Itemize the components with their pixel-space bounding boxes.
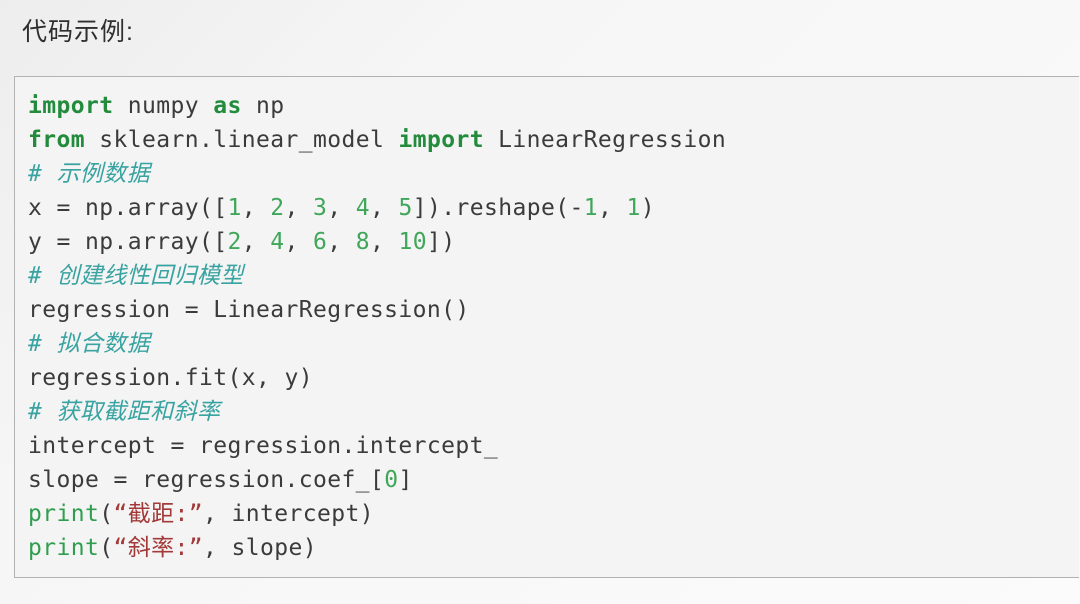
code-token-kw: import	[28, 93, 114, 119]
code-token-num: 2	[227, 229, 242, 255]
code-token-num: 10	[398, 229, 427, 255]
code-line: # 拟合数据	[28, 327, 1079, 361]
code-token-cmt: # 获取截距和斜率	[28, 399, 221, 425]
code-line: # 获取截距和斜率	[28, 395, 1079, 429]
code-token-num: 3	[312, 195, 328, 221]
code-token-pln: ,	[327, 229, 356, 255]
code-token-num: 1	[227, 195, 242, 221]
code-token-pln: , intercept)	[203, 501, 375, 527]
code-token-num: 0	[384, 467, 399, 493]
code-token-pln: ,	[369, 195, 399, 221]
code-token-pln: LinearRegression	[483, 127, 727, 153]
code-token-pln: (	[99, 501, 114, 527]
code-token-pln: intercept = regression.intercept_	[28, 433, 499, 459]
code-token-fn: print	[28, 535, 100, 561]
code-token-str: “截距:”	[113, 501, 204, 527]
code-token-pln: ,	[284, 195, 313, 221]
code-token-pln: x = np.array([	[28, 195, 228, 221]
code-token-num: 8	[355, 229, 370, 255]
code-token-num: 2	[270, 195, 285, 221]
code-token-pln: )	[640, 195, 655, 221]
code-token-pln: ,	[327, 195, 356, 221]
code-line: y = np.array([2, 4, 6, 8, 10])	[28, 225, 1079, 259]
code-line: regression.fit(x, y)	[28, 361, 1079, 395]
code-token-str: “斜率:”	[113, 535, 204, 561]
code-token-pln: ]).reshape(-	[412, 195, 584, 221]
code-line: intercept = regression.intercept_	[28, 429, 1079, 463]
code-token-cmt: # 拟合数据	[28, 331, 151, 357]
code-line: # 创建线性回归模型	[28, 259, 1079, 293]
code-line: regression = LinearRegression()	[28, 293, 1079, 327]
code-token-pln: y = np.array([	[28, 229, 228, 255]
code-token-kw: import	[398, 127, 484, 153]
code-line: import numpy as np	[28, 89, 1079, 123]
code-token-num: 5	[398, 195, 413, 221]
code-token-num: 4	[355, 195, 370, 221]
code-token-cmt: # 创建线性回归模型	[28, 263, 244, 289]
code-line: print(“截距:”, intercept)	[28, 497, 1079, 531]
code-token-pln: ,	[284, 229, 313, 255]
code-line: x = np.array([1, 2, 3, 4, 5]).reshape(-1…	[28, 191, 1079, 225]
code-token-pln: regression.fit(x, y)	[28, 365, 313, 391]
code-token-pln: , slope)	[203, 535, 318, 561]
code-line: # 示例数据	[28, 157, 1079, 191]
code-line: print(“斜率:”, slope)	[28, 531, 1079, 565]
code-token-pln: ])	[426, 229, 456, 255]
code-line: from sklearn.linear_model import LinearR…	[28, 123, 1079, 157]
code-token-pln: regression = LinearRegression()	[28, 297, 470, 323]
code-token-num: 1	[626, 195, 641, 221]
page-title: 代码示例:	[22, 18, 134, 46]
code-token-pln: slope = regression.coef_[	[28, 467, 385, 493]
code-line: slope = regression.coef_[0]	[28, 463, 1079, 497]
code-token-pln: ,	[597, 195, 627, 221]
code-token-pln: ,	[241, 195, 271, 221]
code-token-num: 1	[583, 195, 598, 221]
code-token-pln: np	[241, 93, 285, 119]
code-token-kw: as	[213, 93, 242, 119]
code-token-pln: numpy	[113, 93, 214, 119]
code-token-pln: ,	[369, 229, 399, 255]
code-token-cmt: # 示例数据	[28, 161, 151, 187]
code-token-fn: print	[28, 501, 100, 527]
code-token-pln: ,	[241, 229, 271, 255]
code-token-pln: ]	[398, 467, 413, 493]
code-token-pln: sklearn.linear_model	[85, 127, 399, 153]
code-token-pln: (	[99, 535, 114, 561]
code-token-num: 4	[270, 229, 285, 255]
code-token-num: 6	[312, 229, 328, 255]
code-token-kw: from	[28, 127, 85, 153]
